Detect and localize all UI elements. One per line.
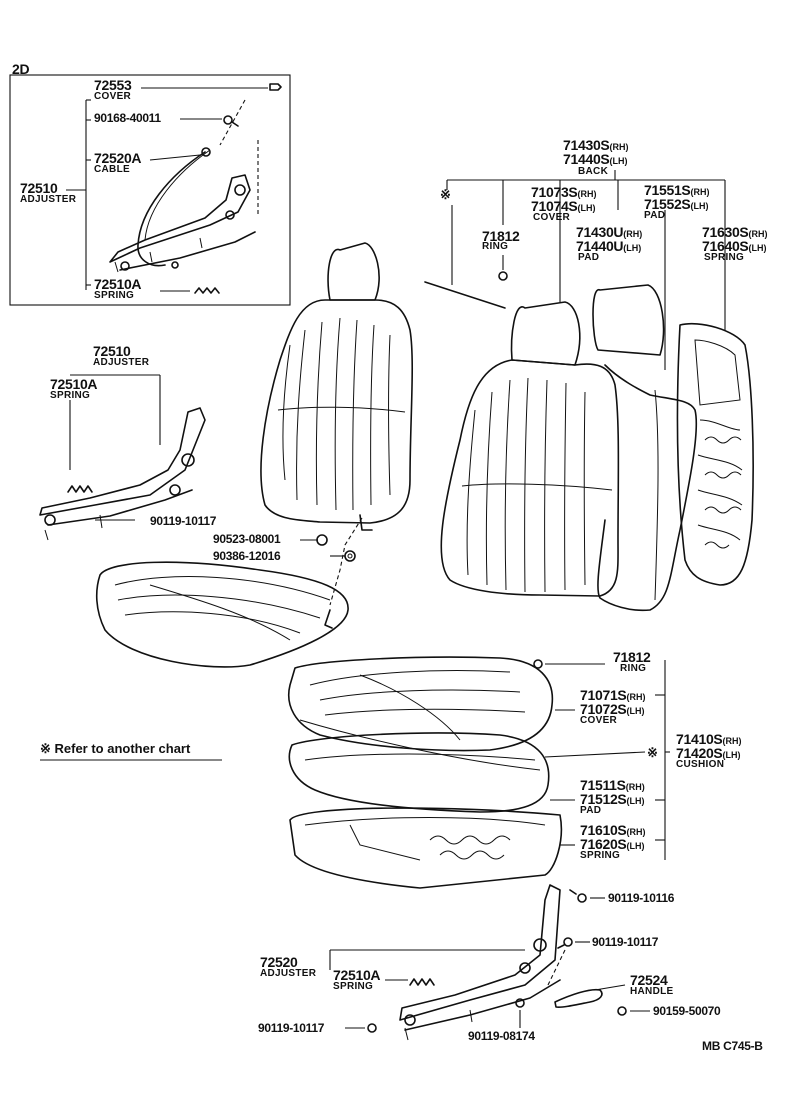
back-pad-a-name: PAD — [644, 210, 666, 221]
bottom-adjuster — [399, 884, 561, 1041]
cushion-ring — [533, 659, 543, 669]
inset-cover-number: 72553 — [94, 77, 132, 93]
cushion-cover-lh-label: 71072S(LH) — [580, 701, 645, 717]
back-ring-name: RING — [482, 241, 509, 252]
left-nut-number: 90523-08001 — [213, 532, 281, 546]
cushion-spring-lh-label: 71620S(LH) — [580, 836, 645, 852]
bottom-bolt-a — [569, 889, 587, 903]
cushion-pad-lh-label: 71512S(LH) — [580, 791, 645, 807]
back-rh-label: 71430S(RH) — [563, 137, 629, 153]
back-spring-frame — [676, 322, 754, 586]
bottom-handle-name: HANDLE — [630, 986, 674, 997]
inset-adjuster — [109, 174, 256, 273]
back-spring-lh-label: 71640S(LH) — [702, 238, 767, 254]
back-pad — [592, 284, 698, 612]
inset-cable — [137, 147, 211, 267]
bottom-handle — [554, 988, 603, 1008]
cushion-name: CUSHION — [676, 759, 725, 770]
bottom-spring-name: SPRING — [333, 981, 374, 992]
back-rod — [424, 281, 506, 309]
left-nut — [316, 534, 328, 546]
inset-adjuster-name: ADJUSTER — [20, 194, 77, 205]
back-cover-rh-label: 71073S(RH) — [531, 184, 597, 200]
inset-bolt-number: 90168-40011 — [94, 111, 161, 125]
left-adjuster-name: ADJUSTER — [93, 357, 150, 368]
bottom-bolt-b — [557, 937, 573, 949]
left-washer — [344, 550, 356, 562]
back-lh-label: 71440S(LH) — [563, 151, 628, 167]
left-bolt-number: 90119-10117 — [150, 514, 217, 528]
bottom-bolt-e-number: 90159-50070 — [653, 1004, 721, 1018]
cushion-cover-name: COVER — [580, 715, 618, 726]
inset-frame — [9, 74, 291, 306]
cushion-spring-rh-label: 71610S(RH) — [580, 822, 646, 838]
inset-leader-lines — [66, 87, 268, 292]
group-code: 2D — [12, 61, 30, 77]
left-washer-number: 90386-12016 — [213, 549, 281, 563]
bottom-adjuster-number: 72520 — [260, 954, 298, 970]
back-cover-lh-label: 71074S(LH) — [531, 198, 596, 214]
cushion-spring-frame — [289, 807, 563, 889]
left-adjuster-number: 72510 — [93, 343, 131, 359]
inset-spring-name: SPRING — [94, 290, 135, 301]
cushion-pad-rh-label: 71511S(RH) — [580, 777, 645, 793]
cushion-lh-label: 71420S(LH) — [676, 745, 741, 761]
back-refer-mark: ※ — [440, 187, 451, 202]
back-spring-rh-label: 71630S(RH) — [702, 224, 768, 240]
left-spring — [67, 485, 93, 493]
back-name: BACK — [578, 166, 609, 177]
cushion-cover — [288, 656, 554, 752]
bottom-adjuster-name: ADJUSTER — [260, 968, 317, 979]
back-spring-name: SPRING — [704, 252, 745, 263]
inset-bolt — [223, 115, 239, 127]
bottom-bolt-b-number: 90119-10117 — [592, 935, 659, 949]
back-pad-b-rh-label: 71430U(RH) — [576, 224, 643, 240]
bottom-spring-number: 72510A — [333, 967, 381, 983]
refer-note: ※ Refer to another chart — [40, 741, 191, 756]
inset-cable-number: 72520A — [94, 150, 142, 166]
cushion-ring-number: 71812 — [613, 649, 651, 665]
cushion-ring-name: RING — [620, 663, 647, 674]
bottom-bolt-d-number: 90119-08174 — [468, 1029, 535, 1043]
left-seat-cushion — [95, 561, 349, 668]
cushion-refer-mark: ※ — [647, 745, 658, 760]
inset-cover-name: COVER — [94, 91, 132, 102]
inset-cable-name: CABLE — [94, 164, 130, 175]
left-spring-name: SPRING — [50, 390, 91, 401]
left-leader-lines — [69, 374, 363, 606]
bottom-bolt-c-number: 90119-10117 — [258, 1021, 325, 1035]
bottom-bolt-e — [617, 1006, 627, 1016]
cushion-spring-name: SPRING — [580, 850, 621, 861]
back-pad-b-name: PAD — [578, 252, 600, 263]
bottom-handle-number: 72524 — [630, 972, 668, 988]
footer-code: MB C745-B — [702, 1039, 763, 1053]
bottom-leader-lines — [329, 897, 650, 1029]
cushion-cover-rh-label: 71071S(RH) — [580, 687, 646, 703]
back-pad-a-rh-label: 71551S(RH) — [644, 182, 710, 198]
inset-spring-number: 72510A — [94, 276, 142, 292]
bottom-bolt-c — [367, 1023, 377, 1033]
back-ring — [498, 271, 508, 281]
inset-spring — [194, 287, 220, 294]
cushion-leader-lines — [544, 660, 670, 860]
bottom-spring — [409, 978, 435, 986]
cushion-pad — [288, 719, 550, 813]
left-adjuster — [39, 407, 206, 541]
left-spring-number: 72510A — [50, 376, 98, 392]
center-seat-back — [440, 301, 620, 597]
back-leader-lines — [446, 170, 726, 370]
back-ring-number: 71812 — [482, 228, 520, 244]
cushion-pad-name: PAD — [580, 805, 602, 816]
inset-adjuster-number: 72510 — [20, 180, 58, 196]
back-pad-b-lh-label: 71440U(LH) — [576, 238, 642, 254]
bottom-bolt-a-number: 90119-10116 — [608, 891, 675, 905]
back-cover-name: COVER — [533, 212, 571, 223]
cushion-rh-label: 71410S(RH) — [676, 731, 742, 747]
inset-cover-clip — [269, 83, 282, 91]
back-pad-a-lh-label: 71552S(LH) — [644, 196, 709, 212]
left-seat-back — [260, 242, 414, 531]
bottom-bolt-d — [515, 998, 525, 1008]
